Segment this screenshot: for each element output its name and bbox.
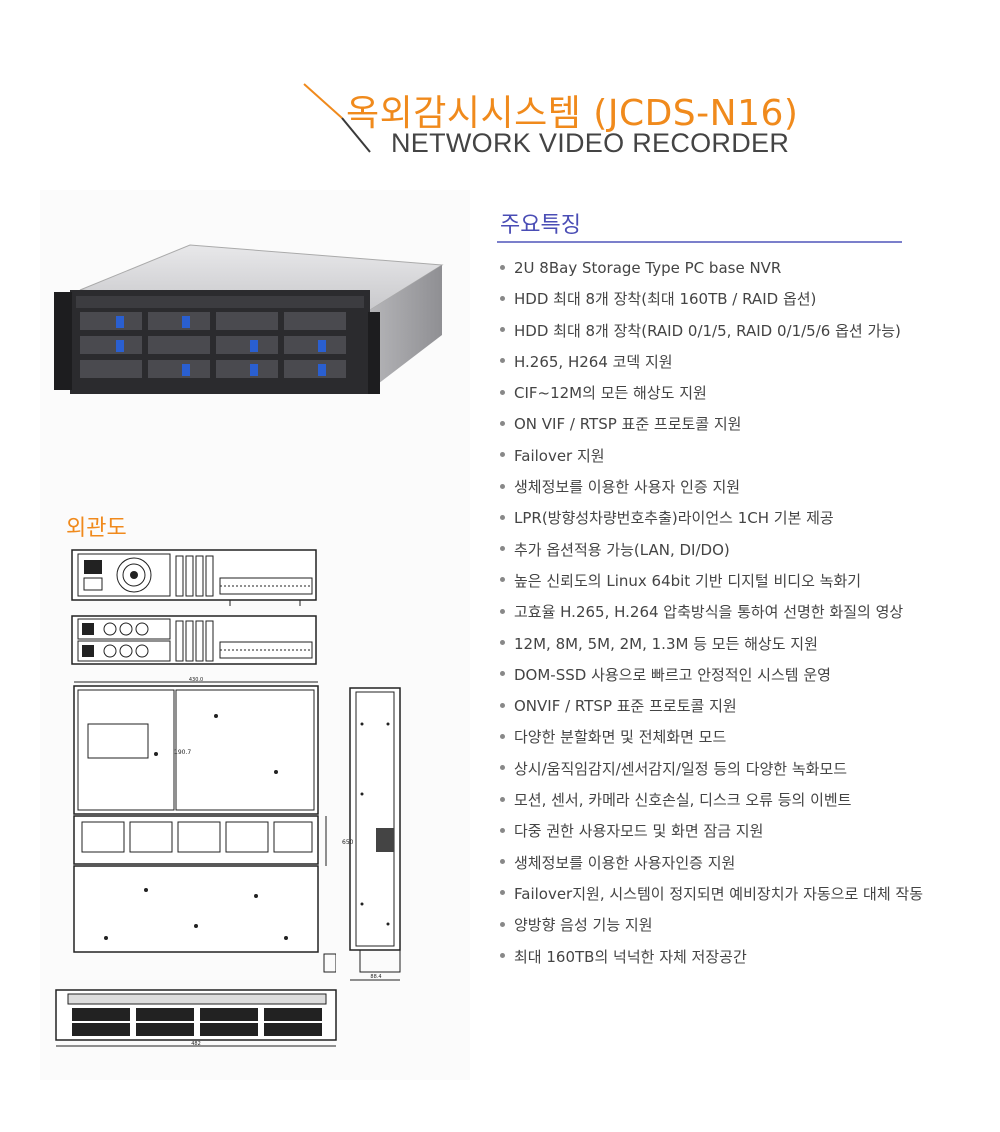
page-title: 옥외감시시스템 (JCDS-N16) [346, 93, 799, 134]
list-item: 2U 8Bay Storage Type PC base NVR [497, 253, 947, 284]
features-heading: 주요특징 [500, 213, 581, 238]
front-width-label: 482 [191, 1041, 201, 1047]
depth-label: 650 [342, 839, 354, 846]
list-item: 생체정보를 이용한 사용자인증 지원 [497, 848, 947, 879]
bullet-icon [500, 420, 505, 426]
front-view-drawing: 482 [55, 989, 337, 1047]
bullet-icon [500, 358, 505, 364]
list-item: 최대 160TB의 넉넉한 자체 저장공간 [497, 942, 947, 973]
list-item: 상시/움직임감지/센서감지/일정 등의 다양한 녹화모드 [497, 754, 947, 785]
nvr-product-photo [54, 244, 444, 394]
bullet-icon [500, 671, 505, 677]
list-item: ON VIF / RTSP 표준 프로토콜 지원 [497, 409, 947, 440]
bullet-icon [500, 389, 505, 395]
bullet-icon [500, 295, 505, 301]
bullet-icon [500, 514, 505, 520]
bullet-icon [500, 452, 505, 458]
bullet-icon [500, 859, 505, 865]
list-item: Failover지원, 시스템이 정지되면 예비장치가 자동으로 대체 작동 [497, 879, 947, 910]
list-item: 생체정보를 이용한 사용자 인증 지원 [497, 472, 947, 503]
bullet-icon [500, 608, 505, 614]
bullet-icon [500, 827, 505, 833]
list-item: LPR(방향성차량번호추출)라이언스 1CH 기본 제공 [497, 503, 947, 534]
rear-panel-drawing [71, 549, 317, 606]
exterior-heading: 외관도 [66, 516, 127, 541]
bullet-icon [500, 264, 505, 270]
list-item: Failover 지원 [497, 441, 947, 472]
list-item: 양방향 음성 기능 지원 [497, 910, 947, 941]
bullet-icon [500, 953, 505, 959]
list-item: 다양한 분할화면 및 전체화면 모드 [497, 722, 947, 753]
list-item: 높은 신뢰도의 Linux 64bit 기반 디지털 비디오 녹화기 [497, 566, 947, 597]
features-list: 2U 8Bay Storage Type PC base NVR HDD 최대 … [497, 253, 947, 973]
top-view-drawing: 430.0 190.7 [73, 677, 336, 973]
list-item: 모션, 센서, 카메라 신호손실, 디스크 오류 등의 이벤트 [497, 785, 947, 816]
side-view-drawing: 650 88.4 [342, 687, 401, 981]
features-divider [497, 241, 902, 243]
bullet-icon [500, 483, 505, 489]
list-item: 12M, 8M, 5M, 2M, 1.3M 등 모든 해상도 지원 [497, 629, 947, 660]
side-width-label: 88.4 [370, 974, 381, 980]
top-width-label: 430.0 [189, 677, 203, 683]
bullet-icon [500, 702, 505, 708]
list-item: 추가 옵션적용 가능(LAN, DI/DO) [497, 535, 947, 566]
bullet-icon [500, 546, 505, 552]
list-item: DOM-SSD 사용으로 빠르고 안정적인 시스템 운영 [497, 660, 947, 691]
list-item: 다중 권한 사용자모드 및 화면 잠금 지원 [497, 816, 947, 847]
list-item: HDD 최대 8개 장착(최대 160TB / RAID 옵션) [497, 284, 947, 315]
bullet-icon [500, 327, 505, 333]
list-item: ONVIF / RTSP 표준 프로토콜 지원 [497, 691, 947, 722]
bullet-icon [500, 890, 505, 896]
list-item: CIF~12M의 모든 해상도 지원 [497, 378, 947, 409]
inner-height-label: 190.7 [174, 749, 191, 756]
bullet-icon [500, 733, 505, 739]
bullet-icon [500, 921, 505, 927]
bullet-icon [500, 640, 505, 646]
bullet-icon [500, 577, 505, 583]
page-subtitle: NETWORK VIDEO RECORDER [391, 128, 790, 158]
rear-panel-redundant-drawing [71, 615, 317, 665]
list-item: H.265, H264 코덱 지원 [497, 347, 947, 378]
title-slash-decoration [303, 83, 371, 153]
bullet-icon [500, 765, 505, 771]
bullet-icon [500, 796, 505, 802]
list-item: 고효율 H.265, H.264 압축방식을 통하여 선명한 화질의 영상 [497, 597, 947, 628]
list-item: HDD 최대 8개 장착(RAID 0/1/5, RAID 0/1/5/6 옵션… [497, 316, 947, 347]
